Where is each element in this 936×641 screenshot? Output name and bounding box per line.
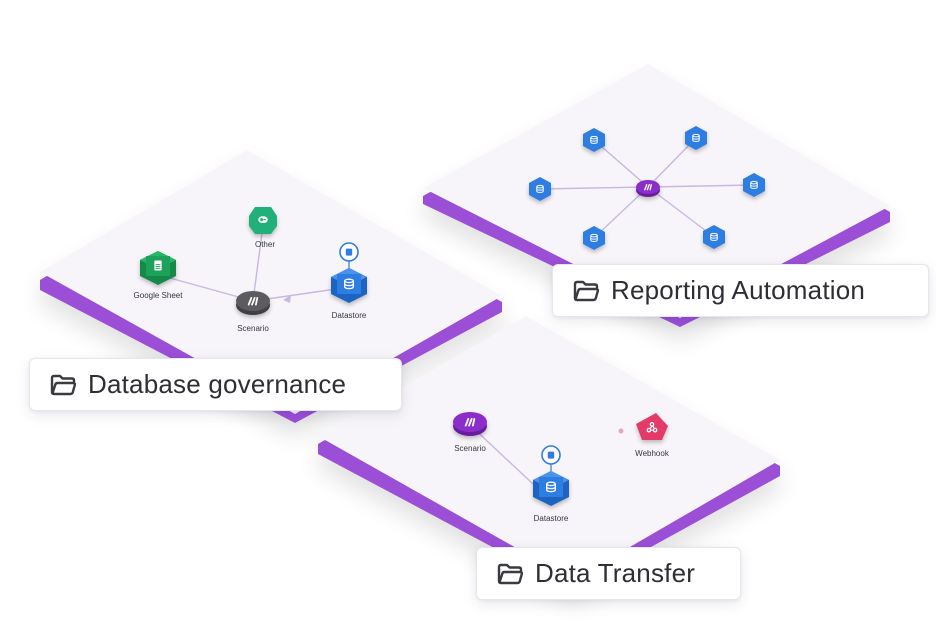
datastore-node[interactable] <box>331 268 367 303</box>
datastore-node[interactable] <box>529 177 551 201</box>
connector <box>647 137 697 188</box>
transfer-connectors <box>469 424 624 485</box>
datastore-node[interactable] <box>583 226 605 250</box>
datastore-node[interactable] <box>703 225 725 249</box>
connector <box>593 139 649 188</box>
connector <box>647 186 715 238</box>
datastore-lock-badge <box>541 445 561 472</box>
node-label-datastore: Datastore <box>332 311 367 320</box>
google-sheet-icon <box>154 260 162 271</box>
other-app-icon <box>258 216 268 223</box>
folder-title: Database governance <box>88 369 347 399</box>
webhook-node[interactable] <box>636 413 668 440</box>
folder-icon <box>50 374 76 395</box>
lock-icon <box>345 248 353 256</box>
node-label-scenario: Scenario <box>237 324 269 333</box>
connector <box>647 184 755 188</box>
folder-icon <box>497 563 523 584</box>
lock-icon <box>547 451 555 459</box>
datastore-node[interactable] <box>533 471 569 506</box>
google-sheet-node[interactable] <box>140 251 176 285</box>
folder-icon <box>573 280 599 301</box>
connector <box>469 424 534 485</box>
database-nodes: Google Sheet Other Scenario Datastore <box>134 207 367 333</box>
folder-title: Reporting Automation <box>611 275 866 305</box>
connector <box>593 186 649 239</box>
datastore-node[interactable] <box>685 126 707 150</box>
platform-database <box>40 150 502 423</box>
node-label-datastore: Datastore <box>534 514 569 523</box>
reporting-connectors <box>539 137 755 239</box>
datastore-node[interactable] <box>743 173 765 197</box>
other-node[interactable] <box>249 207 277 234</box>
scenario-node[interactable] <box>636 180 660 197</box>
folder-label-transfer[interactable]: Data Transfer <box>476 547 741 600</box>
datastore-node[interactable] <box>583 128 605 152</box>
connector <box>539 186 649 190</box>
folder-label-database[interactable]: Database governance <box>29 358 402 411</box>
reporting-nodes <box>529 126 765 250</box>
node-label-scenario: Scenario <box>454 444 486 453</box>
arrow-head <box>283 295 291 303</box>
node-label-google-sheet: Google Sheet <box>134 291 184 300</box>
connector-dot <box>618 428 624 434</box>
scenario-node[interactable] <box>453 412 487 436</box>
scenario-node[interactable] <box>236 291 270 315</box>
datastore-lock-badge <box>339 242 359 269</box>
node-label-webhook: Webhook <box>635 449 670 458</box>
folder-label-reporting[interactable]: Reporting Automation <box>552 264 929 317</box>
folder-title: Data Transfer <box>535 558 696 588</box>
node-label-other: Other <box>255 240 275 249</box>
transfer-nodes: Scenario Webhook Datastore <box>453 412 670 523</box>
connector <box>252 232 263 302</box>
